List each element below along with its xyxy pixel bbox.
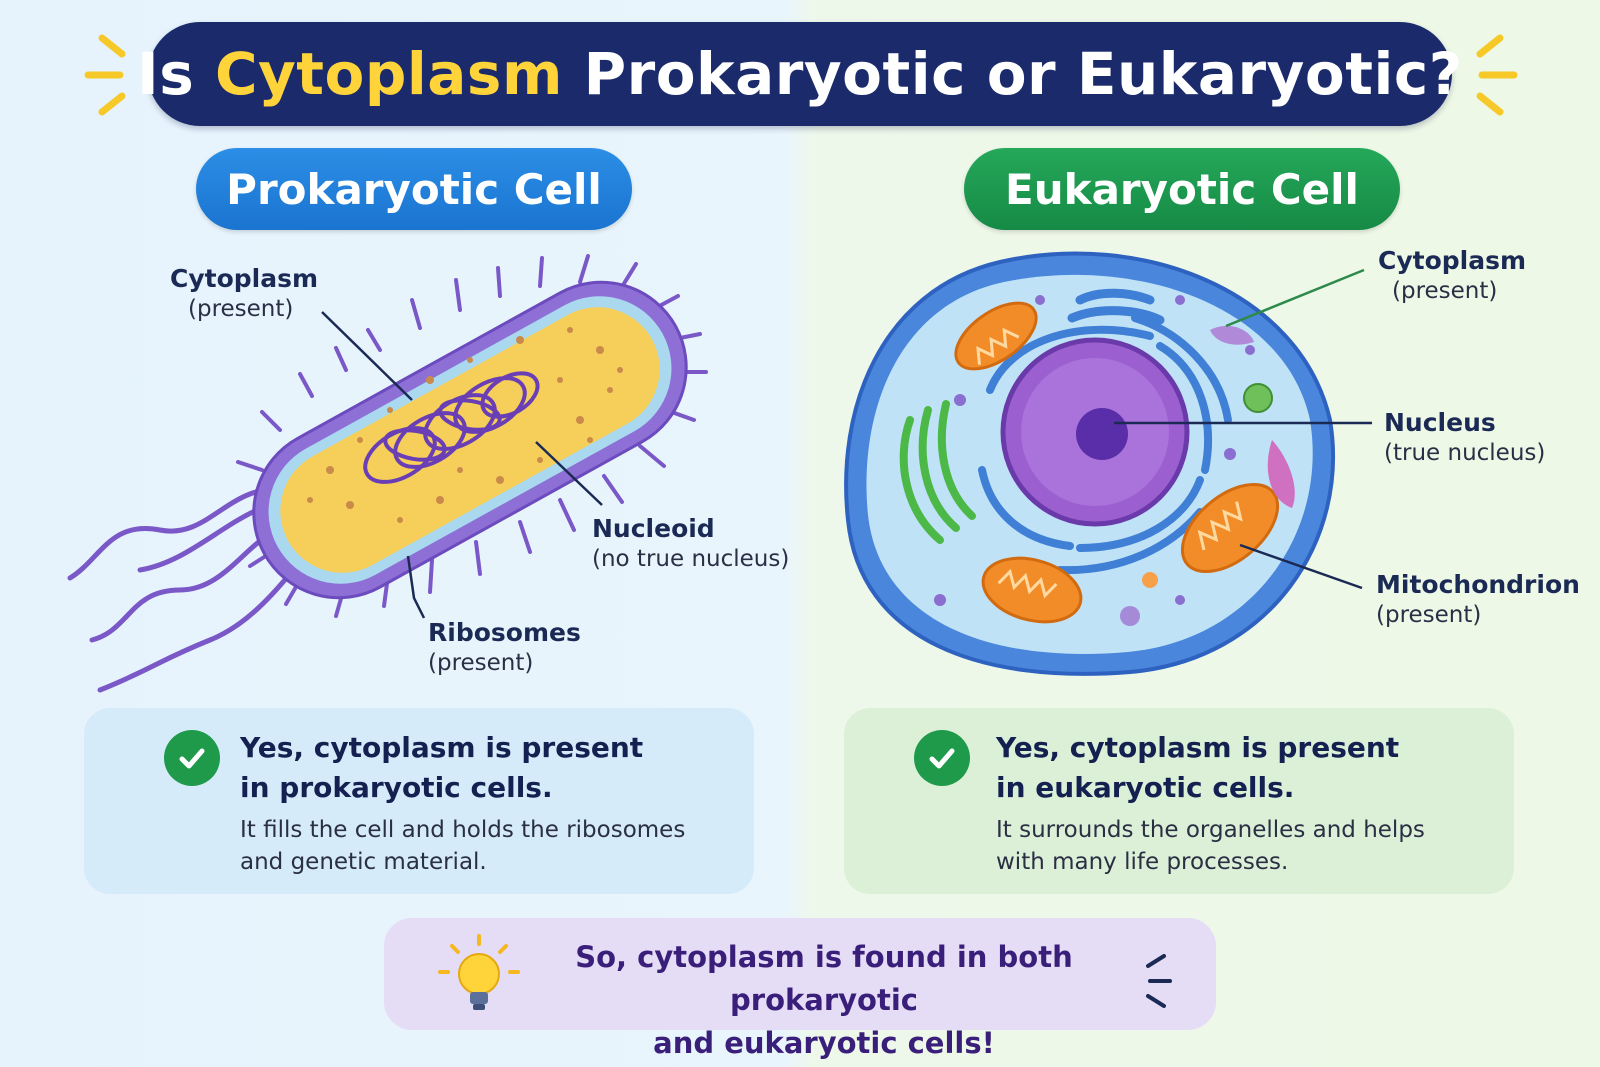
golgi-apparatus	[1067, 288, 1165, 325]
green-organelle	[899, 400, 976, 544]
nucleolus	[1076, 408, 1128, 460]
check-icon	[164, 730, 220, 786]
title-suffix: Prokaryotic or Eukaryotic?	[562, 40, 1463, 108]
check-icon	[914, 730, 970, 786]
eukaryotic-box-body-1: It surrounds the organelles and helps	[996, 817, 1425, 843]
summary-box: So, cytoplasm is found in both prokaryot…	[384, 918, 1216, 1060]
lightbulb-icon	[438, 934, 520, 1010]
prokaryotic-box-heading-1: Yes, cytoplasm is present	[240, 731, 644, 764]
label-nucleoid: Nucleoid (no true nucleus)	[592, 514, 790, 572]
label-prokaryotic-cytoplasm: Cytoplasm (present)	[170, 264, 319, 322]
mitochondria	[954, 301, 1280, 624]
eukaryotic-header: Eukaryotic Cell	[964, 148, 1400, 230]
summary-line-1: So, cytoplasm is found in both prokaryot…	[575, 940, 1073, 1017]
sparkle-right-small-icon	[1146, 954, 1172, 1008]
eukaryotic-box-heading-2: in eukaryotic cells.	[996, 771, 1295, 804]
eukaryotic-info-box: Yes, cytoplasm is present in eukaryotic …	[844, 708, 1514, 894]
summary-line-2: and eukaryotic cells!	[653, 1026, 995, 1060]
nucleoid-dna	[363, 371, 540, 484]
title-prefix: Is	[137, 40, 215, 108]
eukaryotic-cell-diagram	[844, 251, 1372, 676]
pili	[236, 254, 708, 618]
eukaryotic-box-heading-1: Yes, cytoplasm is present	[996, 731, 1400, 764]
ribosome-dots	[307, 327, 623, 523]
prokaryotic-header: Prokaryotic Cell	[196, 148, 632, 230]
label-eukaryotic-cytoplasm: Cytoplasm (present)	[1378, 246, 1527, 304]
prokaryotic-box-body-1: It fills the cell and holds the ribosome…	[240, 817, 686, 843]
vesicles	[934, 295, 1273, 626]
label-ribosomes: Ribosomes (present)	[428, 618, 581, 676]
label-nucleus: Nucleus (true nucleus)	[1384, 408, 1546, 466]
prokaryotic-box-body-2: and genetic material.	[240, 849, 487, 875]
prokaryotic-cell-diagram	[67, 254, 708, 693]
prokaryotic-box-heading-2: in prokaryotic cells.	[240, 771, 553, 804]
endoplasmic-reticulum	[978, 314, 1232, 575]
prokaryotic-info-box: Yes, cytoplasm is present in prokaryotic…	[84, 708, 754, 894]
title-highlight: Cytoplasm	[214, 40, 563, 108]
label-mitochondrion: Mitochondrion (present)	[1376, 570, 1580, 628]
eukaryotic-box-body-2: with many life processes.	[996, 849, 1289, 875]
sparkle-left-icon	[84, 34, 126, 116]
page-title: Is Cytoplasm Prokaryotic or Eukaryotic?	[137, 22, 1462, 126]
sparkle-right-icon	[1476, 34, 1518, 116]
